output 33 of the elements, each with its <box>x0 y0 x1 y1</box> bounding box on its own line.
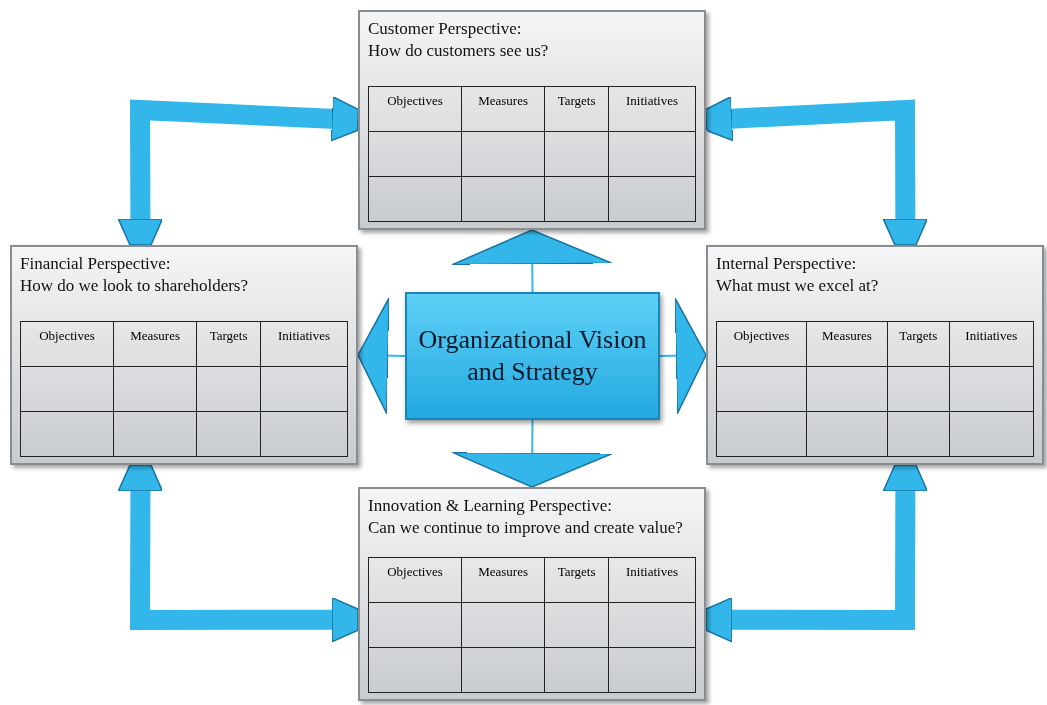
column-header: Measures <box>461 557 545 603</box>
vision-box: Organizational Vision and Strategy <box>405 292 660 420</box>
perspective-card <box>358 10 706 230</box>
column-header: Objectives <box>20 321 114 367</box>
column-header: Measures <box>806 321 888 367</box>
perspective-card <box>358 487 706 701</box>
column-header: Targets <box>544 86 609 132</box>
perspective-question: How do customers see us? <box>368 40 550 62</box>
column-header: Objectives <box>716 321 807 367</box>
column-header: Measures <box>461 86 545 132</box>
perspective-title: Innovation & Learning Perspective: <box>368 495 614 517</box>
perspective-title: Financial Perspective: <box>20 253 172 275</box>
perspective-question: How do we look to shareholders? <box>20 275 250 297</box>
arrow <box>357 296 406 415</box>
column-header: Initiatives <box>608 557 696 603</box>
column-header: Initiatives <box>260 321 348 367</box>
perspective-question: What must we excel at? <box>716 275 880 297</box>
arrow <box>659 296 707 415</box>
perspective-card <box>10 245 358 465</box>
column-header: Initiatives <box>949 321 1034 367</box>
column-header: Objectives <box>368 86 462 132</box>
arrow <box>451 229 613 293</box>
perspective-title: Internal Perspective: <box>716 253 858 275</box>
column-header: Targets <box>887 321 950 367</box>
column-header: Measures <box>113 321 197 367</box>
perspective-question: Can we continue to improve and create value? <box>368 517 684 539</box>
column-header: Objectives <box>368 557 462 603</box>
column-header: Initiatives <box>608 86 696 132</box>
arrow <box>451 419 613 488</box>
column-header: Targets <box>196 321 261 367</box>
perspective-card <box>706 245 1044 465</box>
column-header: Targets <box>544 557 609 603</box>
perspective-title: Customer Perspective: <box>368 18 523 40</box>
